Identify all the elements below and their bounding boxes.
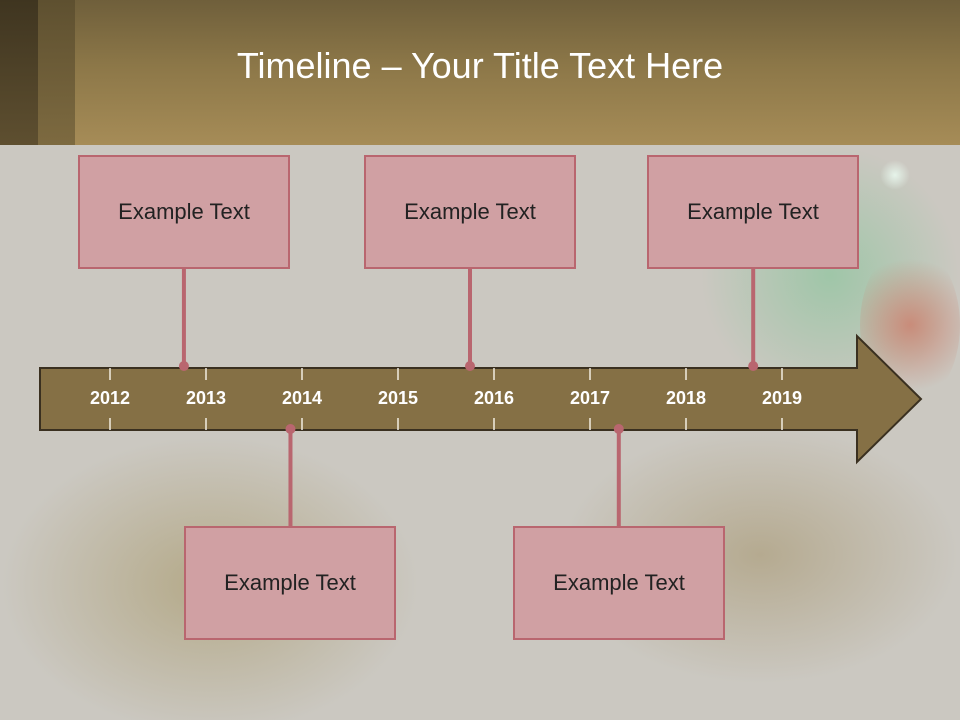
event-marker-dot: [465, 361, 475, 371]
year-label-2012: 2012: [90, 388, 130, 408]
event-box-top-1: Example Text: [78, 155, 290, 269]
event-marker-dot: [613, 424, 624, 434]
event-marker-dot: [285, 424, 296, 434]
event-box-bottom-1: Example Text: [184, 526, 396, 640]
title-band-accent-dark: [0, 0, 38, 145]
timeline-arrow: [39, 333, 923, 465]
title-band-accent: [38, 0, 75, 145]
event-marker-dot: [178, 361, 189, 371]
event-marker-dot: [748, 361, 759, 371]
event-box-bottom-2: Example Text: [513, 526, 725, 640]
year-label-2018: 2018: [666, 388, 706, 408]
title-band: Timeline – Your Title Text Here: [0, 0, 960, 145]
year-label-2019: 2019: [762, 388, 802, 408]
year-label-2015: 2015: [378, 388, 418, 408]
year-label-2014: 2014: [282, 388, 322, 408]
year-label-2016: 2016: [474, 388, 514, 408]
year-label-2013: 2013: [186, 388, 226, 408]
slide-title: Timeline – Your Title Text Here: [236, 45, 724, 86]
year-label-2017: 2017: [570, 388, 610, 408]
event-box-top-2: Example Text: [364, 155, 576, 269]
event-box-top-3: Example Text: [647, 155, 859, 269]
